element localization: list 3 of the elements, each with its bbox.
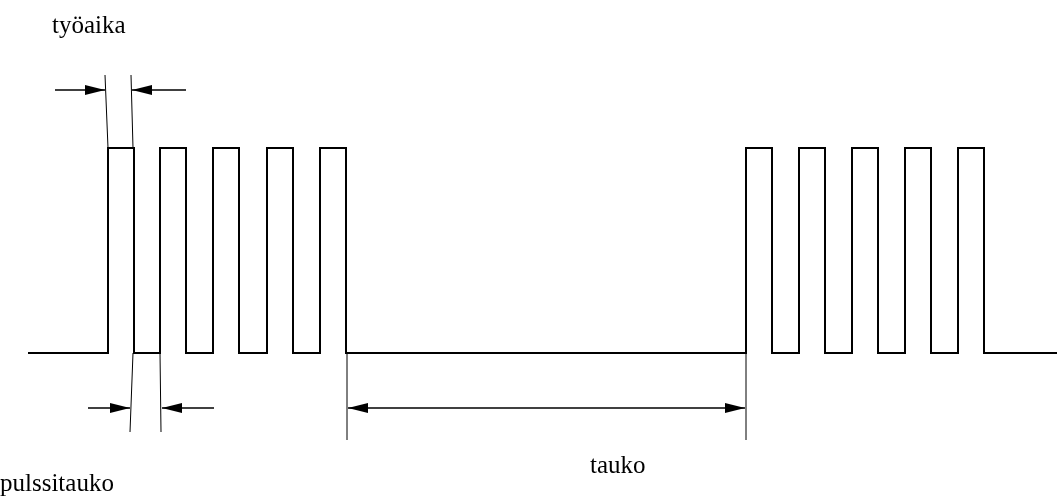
dimension-label: tauko <box>590 452 646 477</box>
dimension-label: pulssitauko <box>0 470 114 495</box>
dimension-label: työaika <box>52 12 126 37</box>
